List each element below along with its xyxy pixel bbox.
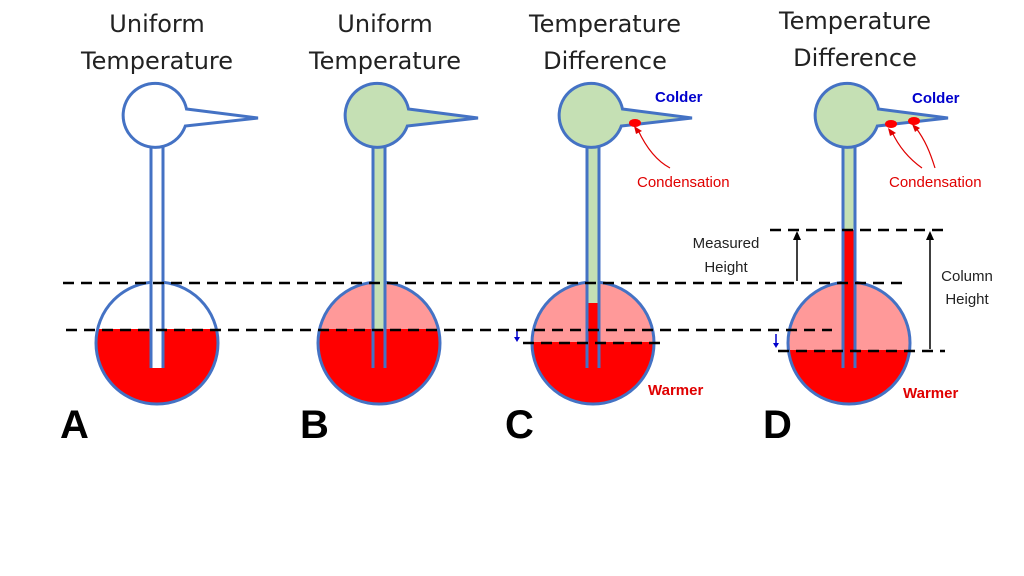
panel-d-title-line2: Difference xyxy=(793,44,917,72)
column-height-label-line2: Height xyxy=(945,291,989,308)
panel-d: Temperature Difference Colder Condensati… xyxy=(693,7,993,447)
panel-c-top-bulb xyxy=(557,81,693,149)
panel-d-stem-liquid xyxy=(843,230,855,368)
panel-d-condensation-label: Condensation xyxy=(889,174,982,191)
measured-height-label-line2: Height xyxy=(704,259,748,276)
panel-b-top-bulb xyxy=(343,81,479,149)
panel-d-title-line1: Temperature xyxy=(778,7,931,35)
panel-d-condensation-arrow-2 xyxy=(915,127,936,169)
panel-d-letter: D xyxy=(763,403,792,447)
panel-c-condensation-drop xyxy=(629,119,641,127)
panel-c-colder-label: Colder xyxy=(655,89,703,106)
panel-d-condensation-drop-2 xyxy=(908,117,920,125)
panel-b: Uniform Temperature B xyxy=(300,10,479,447)
panel-d-colder-label: Colder xyxy=(912,90,960,107)
panel-c-stem-liquid xyxy=(587,303,599,368)
panel-a-letter: A xyxy=(60,403,89,447)
panel-c-letter: C xyxy=(505,403,534,447)
panel-c-title-line2: Difference xyxy=(543,47,667,75)
panel-d-condensation-drop-1 xyxy=(885,120,897,128)
reference-lines xyxy=(63,228,945,353)
panel-c: Temperature Difference Colder Condensati… xyxy=(505,10,730,447)
measured-height-label-line1: Measured xyxy=(693,235,760,252)
panel-d-top-bulb xyxy=(813,81,949,149)
panel-d-warmer-label: Warmer xyxy=(903,385,958,402)
panel-c-condensation-arrow xyxy=(637,129,671,169)
panel-a-stem xyxy=(151,143,163,368)
panel-c-warmer-label: Warmer xyxy=(648,382,703,399)
column-height-label-line1: Column xyxy=(941,268,993,285)
panel-a: Uniform Temperature A xyxy=(60,10,259,447)
panel-a-title-line1: Uniform xyxy=(109,10,204,38)
panel-a-title-line2: Temperature xyxy=(80,47,233,75)
panel-a-top-bulb xyxy=(121,81,259,149)
panel-b-title-line2: Temperature xyxy=(308,47,461,75)
panel-c-condensation-label: Condensation xyxy=(637,174,730,191)
panel-d-stem-vapor xyxy=(843,143,855,230)
panel-b-stem-vapor xyxy=(373,143,385,329)
panel-b-letter: B xyxy=(300,403,329,447)
panel-d-condensation-arrow-1 xyxy=(891,131,923,169)
panel-b-title-line1: Uniform xyxy=(337,10,432,38)
panel-c-title-line1: Temperature xyxy=(528,10,681,38)
panel-c-stem-vapor xyxy=(587,143,599,303)
